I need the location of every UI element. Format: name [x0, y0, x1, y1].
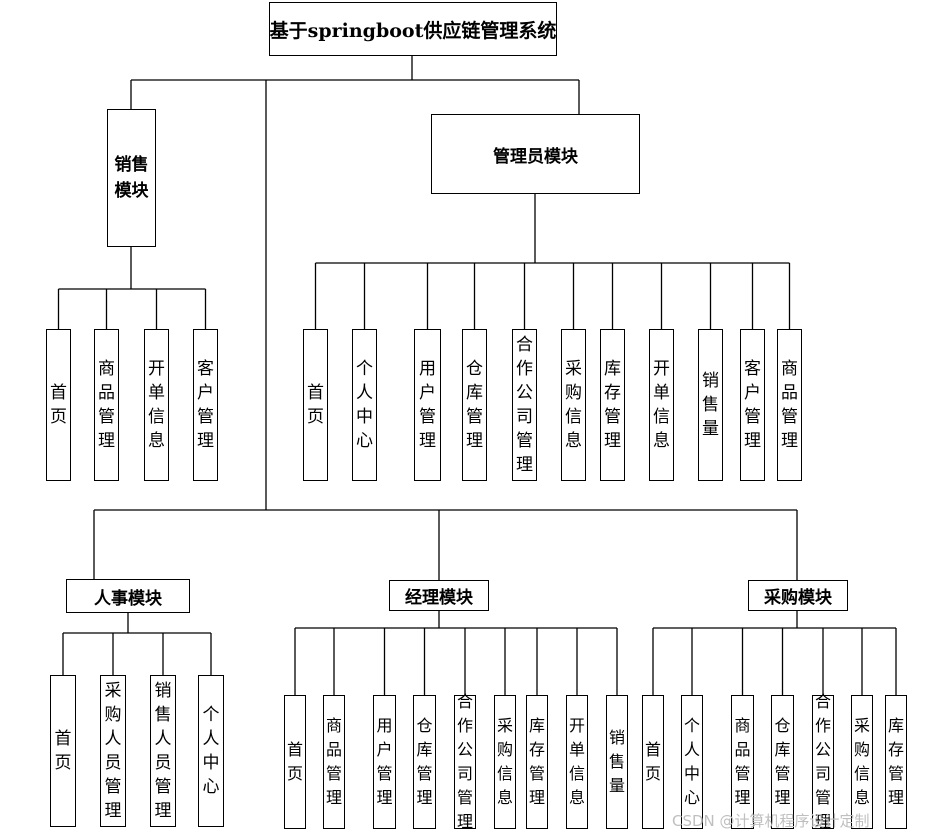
admin-item-label: 商品管理 — [781, 359, 798, 451]
admin-item-label: 首页 — [307, 383, 324, 427]
admin-item-box: 用户管理 — [414, 329, 441, 481]
manager-item-label: 开单信息 — [569, 716, 586, 807]
purchase-item-label: 库存管理 — [888, 716, 905, 807]
manager-item-box: 商品管理 — [323, 695, 345, 829]
manager-item-box: 开单信息 — [566, 695, 588, 829]
sales-module-box: 销售模块 — [107, 109, 156, 247]
sales-item-box: 商品管理 — [94, 329, 119, 481]
watermark: CSDN @计算机程序设计定制 — [672, 812, 870, 830]
manager-item-box: 采购信息 — [494, 695, 516, 829]
manager-item-label: 仓库管理 — [416, 716, 433, 807]
admin-item-label: 销售量 — [702, 371, 719, 439]
hr-item-label: 首页 — [54, 729, 72, 773]
purchase-item-box: 首页 — [642, 695, 664, 829]
admin-item-box: 商品管理 — [777, 329, 802, 481]
sales-item-label: 首页 — [50, 383, 67, 427]
admin-item-label: 用户管理 — [419, 359, 436, 451]
admin-item-label: 开单信息 — [653, 359, 670, 451]
manager-item-label: 首页 — [287, 740, 304, 783]
root-label: 基于springboot供应链管理系统 — [269, 19, 557, 42]
purchase-item-label: 首页 — [645, 740, 662, 783]
admin-item-box: 销售量 — [698, 329, 723, 481]
purchase-item-box: 仓库管理 — [771, 695, 794, 829]
purchase-item-box: 采购信息 — [851, 695, 873, 829]
purchase-item-box: 合作公司管理 — [812, 692, 834, 831]
purchase-item-label: 商品管理 — [734, 716, 751, 807]
manager-item-label: 销售量 — [609, 728, 626, 795]
purchase-item-box: 个人中心 — [681, 695, 703, 829]
purchase-item-label: 仓库管理 — [774, 716, 791, 807]
sales-item-label: 开单信息 — [148, 359, 165, 451]
purchase-module-label: 采购模块 — [764, 588, 832, 608]
manager-module-box: 经理模块 — [389, 580, 489, 611]
manager-item-label: 库存管理 — [529, 716, 546, 807]
manager-item-box: 库存管理 — [526, 695, 548, 829]
admin-item-box: 库存管理 — [600, 329, 625, 481]
admin-item-label: 仓库管理 — [466, 359, 483, 451]
sales-item-box: 开单信息 — [144, 329, 169, 481]
hr-item-box: 销售人员管理 — [150, 675, 176, 827]
manager-item-label: 商品管理 — [326, 716, 343, 807]
sales-item-label: 客户管理 — [197, 359, 214, 451]
manager-item-box: 用户管理 — [373, 695, 396, 829]
hr-item-box: 首页 — [50, 675, 76, 827]
admin-item-label: 合作公司管理 — [516, 335, 533, 475]
hr-item-box: 个人中心 — [198, 675, 224, 827]
hr-item-label: 销售人员管理 — [154, 681, 172, 821]
hr-module-label: 人事模块 — [94, 588, 162, 609]
manager-item-label: 合作公司管理 — [457, 692, 474, 831]
admin-item-box: 开单信息 — [649, 329, 674, 481]
purchase-item-box: 库存管理 — [885, 695, 907, 829]
manager-module-label: 经理模块 — [405, 588, 473, 608]
purchase-item-label: 采购信息 — [854, 716, 871, 807]
purchase-item-box: 商品管理 — [731, 695, 754, 829]
hr-item-label: 个人中心 — [202, 705, 220, 797]
admin-item-label: 采购信息 — [565, 359, 582, 451]
manager-item-label: 采购信息 — [497, 716, 514, 807]
purchase-item-label: 个人中心 — [684, 716, 701, 807]
sales-module-label: 销售模块 — [114, 155, 149, 201]
purchase-module-box: 采购模块 — [748, 580, 848, 611]
admin-module-box: 管理员模块 — [431, 114, 640, 194]
manager-item-box: 合作公司管理 — [454, 692, 476, 831]
purchase-item-label: 合作公司管理 — [815, 692, 832, 831]
admin-item-box: 首页 — [303, 329, 328, 481]
manager-item-box: 仓库管理 — [413, 695, 436, 829]
admin-item-box: 合作公司管理 — [512, 329, 537, 481]
admin-item-label: 个人中心 — [356, 359, 373, 451]
admin-item-label: 客户管理 — [744, 359, 761, 451]
hr-item-label: 采购人员管理 — [104, 681, 122, 821]
admin-item-box: 仓库管理 — [462, 329, 487, 481]
admin-item-box: 客户管理 — [740, 329, 765, 481]
sales-item-box: 客户管理 — [193, 329, 218, 481]
hr-module-box: 人事模块 — [66, 579, 190, 613]
manager-item-box: 首页 — [284, 695, 306, 829]
admin-item-box: 采购信息 — [561, 329, 586, 481]
admin-item-label: 库存管理 — [604, 359, 621, 451]
admin-item-box: 个人中心 — [352, 329, 377, 481]
root-box: 基于springboot供应链管理系统 — [269, 2, 557, 56]
hr-item-box: 采购人员管理 — [100, 675, 126, 827]
manager-item-box: 销售量 — [606, 695, 628, 829]
manager-item-label: 用户管理 — [376, 716, 393, 807]
admin-module-label: 管理员模块 — [493, 146, 578, 167]
sales-item-box: 首页 — [46, 329, 71, 481]
sales-item-label: 商品管理 — [98, 359, 115, 451]
